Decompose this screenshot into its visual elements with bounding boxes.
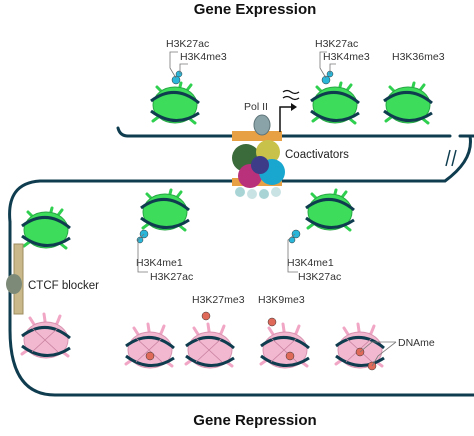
dna-wrap — [260, 354, 310, 367]
label-coactivators: Coactivators — [285, 149, 349, 161]
dna-wrap — [335, 336, 385, 350]
coactivator-subunit — [251, 156, 269, 174]
label-h3k4me3-1: H3K4me3 — [180, 51, 227, 63]
label-h3k27ac-3: H3K27ac — [150, 271, 193, 283]
dna-wrap — [21, 326, 71, 340]
activator-bar-top — [232, 131, 282, 141]
nucleosome-repressed-3 — [184, 311, 235, 369]
coactivator-subunit — [235, 187, 245, 197]
dna-wrap — [125, 336, 175, 350]
nucleosome-layer — [20, 70, 433, 371]
tss-arrowhead — [291, 103, 297, 111]
label-h3k4me1-2: H3K4me1 — [287, 257, 334, 269]
dna-backbone — [8, 126, 474, 397]
coactivator-subunit — [247, 189, 257, 199]
coactivator-subunit — [271, 187, 281, 197]
dna-wrap — [150, 109, 200, 122]
leader-lines — [137, 51, 397, 367]
dna-wrap — [260, 336, 310, 350]
nucleosome-active-4 — [136, 188, 190, 244]
label-h3k27ac-1: H3K27ac — [166, 38, 209, 50]
dna-wrap — [383, 91, 433, 105]
histone-mark — [321, 75, 331, 85]
nucleosome-active-2 — [310, 70, 360, 125]
label-pol2: Pol II — [244, 101, 268, 113]
label-h3k9me3: H3K9me3 — [258, 294, 305, 306]
histone-texture — [31, 327, 59, 353]
dna-wrap — [185, 336, 235, 350]
dna-wrap — [305, 216, 355, 229]
dna-wrap — [305, 198, 355, 212]
ctcf-protein — [6, 274, 22, 294]
dna-wrap — [310, 91, 360, 105]
nucleosome-active-3 — [383, 81, 433, 125]
dna-wrap — [150, 91, 200, 105]
dna-wrap — [185, 354, 235, 367]
nucleosome-repressed-2 — [124, 322, 175, 369]
acetyl-mark — [136, 236, 144, 244]
dna-wrap — [383, 109, 433, 122]
label-h3k27ac-4: H3K27ac — [298, 271, 341, 283]
tss-arrow-icon — [279, 106, 294, 132]
dna-wrap — [140, 198, 190, 212]
histone-mark — [291, 229, 301, 239]
histone-texture — [195, 337, 223, 363]
pol2-blob — [253, 114, 271, 136]
dna-wrap — [21, 344, 71, 357]
label-h3k27ac-2: H3K27ac — [315, 38, 358, 50]
label-h3k4me1-1: H3K4me1 — [136, 257, 183, 269]
title-gene-repression: Gene Repression — [193, 412, 316, 429]
wavy-transcript-icon — [282, 89, 300, 101]
nucleosome-repressed-5 — [334, 322, 385, 371]
acetyl-mark — [175, 70, 183, 78]
methyl-mark — [285, 351, 295, 361]
nucleosome-active-6 — [21, 206, 71, 250]
coactivator-hub — [232, 89, 300, 199]
histone-texture — [135, 337, 163, 363]
title-gene-expression: Gene Expression — [194, 1, 317, 18]
dna-wrap — [310, 109, 360, 122]
label-h3k27me3: H3K27me3 — [192, 294, 245, 306]
label-ctcf-blocker: CTCF blocker — [28, 280, 99, 292]
methyl-mark — [145, 351, 155, 361]
ctcf-blocker — [6, 243, 24, 315]
histone-mark — [171, 75, 181, 85]
dna-wrap — [335, 354, 385, 367]
break-mark-icon — [445, 149, 457, 167]
methyl-mark — [201, 311, 211, 321]
dna-wrap — [21, 234, 71, 247]
coactivator-subunit — [259, 189, 269, 199]
nucleosome-active-1 — [150, 70, 200, 125]
label-h3k4me3-2: H3K4me3 — [323, 51, 370, 63]
nucleosome-repressed-1 — [20, 312, 71, 359]
nucleosome-repressed-4 — [259, 317, 310, 369]
dna-wrap — [140, 216, 190, 229]
label-dname: DNAme — [398, 337, 435, 349]
methyl-mark — [267, 317, 277, 327]
dna-wrap — [125, 354, 175, 367]
nucleosome-active-5 — [288, 188, 355, 244]
label-h3k36me3: H3K36me3 — [392, 51, 445, 63]
dna-wrap — [21, 216, 71, 230]
